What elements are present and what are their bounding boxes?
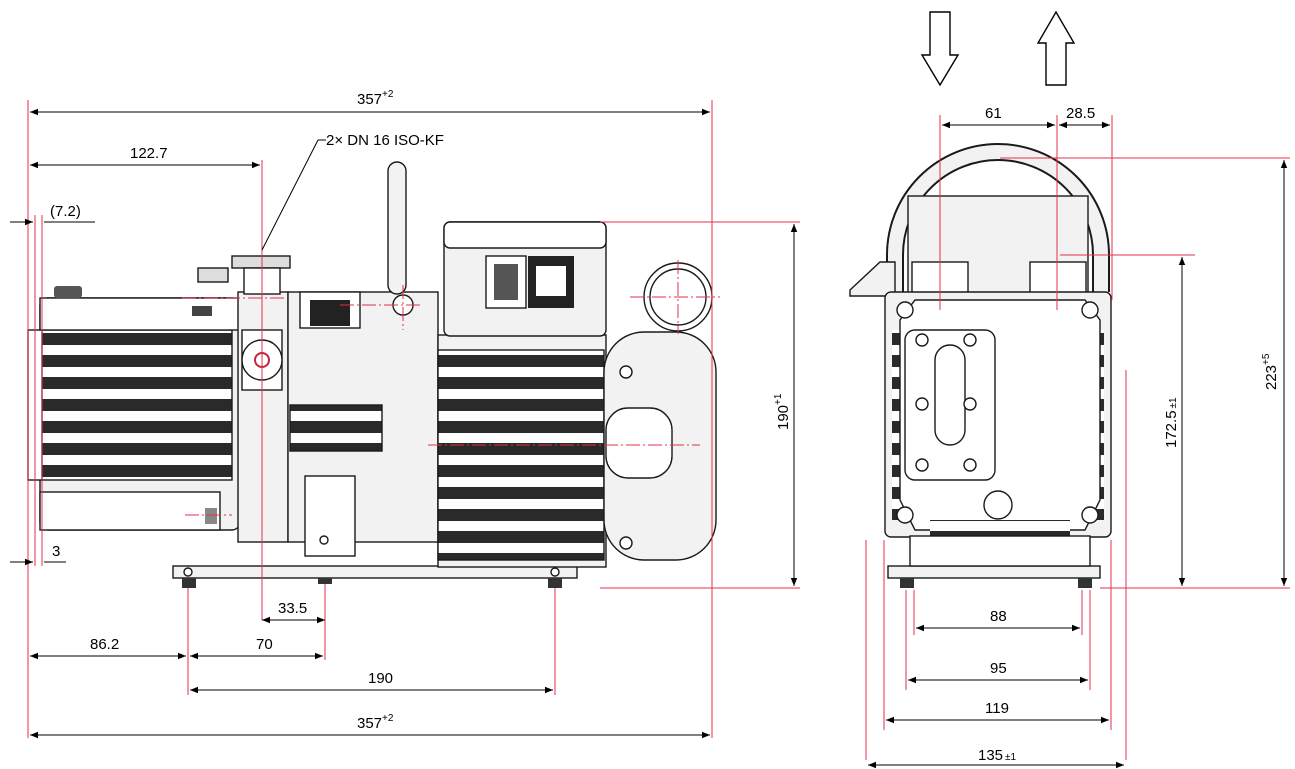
base-plate xyxy=(172,565,578,579)
exhaust-port xyxy=(1029,261,1087,297)
dim-foot-offset-2: 86.2 xyxy=(90,636,119,653)
foot-mid xyxy=(318,578,332,584)
callout-leader xyxy=(261,139,319,251)
kf-port-left xyxy=(197,267,229,283)
side-view-pump xyxy=(27,161,717,588)
dim-body-width: 119 xyxy=(985,700,1009,717)
dim-foot-offset-3: 70 xyxy=(256,636,273,653)
motor-cooling-fins xyxy=(437,349,605,561)
handle-post xyxy=(387,161,407,295)
dim-intake-offset: 122.7 xyxy=(130,145,168,162)
dim-foot-inner: 88 xyxy=(990,608,1007,625)
dim-foot-spacing: 190 xyxy=(368,670,393,687)
callout-kf-ports: 2× DN 16 ISO-KF xyxy=(326,132,444,149)
rear-cooling-fins xyxy=(39,329,233,481)
dim-overall-width: 135±1 xyxy=(978,747,1017,764)
dim-small-offset: (7.2) xyxy=(50,203,81,220)
dim-height-body: 172.5±1 xyxy=(1163,397,1180,448)
dim-height: 190+1 xyxy=(773,393,792,430)
construction-lines xyxy=(27,100,1290,760)
foot-left xyxy=(182,578,196,588)
exhaust-housing xyxy=(304,475,356,557)
side-view-dimensions: 357+2 2× DN 16 ISO-KF 122.7 (7.2) 3 190+… xyxy=(10,89,798,739)
front-view-dimensions: 61 28.5 223+5 172.5±1 88 95 119 135±1 xyxy=(868,10,1288,769)
intake-arrow-down-icon xyxy=(920,11,960,87)
drain-plug xyxy=(983,490,1013,520)
dim-foot-offset-1: 33.5 xyxy=(278,600,307,617)
dim-foot-outer: 95 xyxy=(990,660,1007,677)
dim-overall-length-bottom: 357+2 xyxy=(357,713,394,732)
oil-fill-cap xyxy=(54,286,82,298)
foot-right xyxy=(548,578,562,588)
block-vent xyxy=(289,404,383,452)
front-view-pump xyxy=(849,143,1112,588)
exhaust-arrow-up-icon xyxy=(1036,10,1076,86)
dim-overall-length-top: 357+2 xyxy=(357,89,394,108)
front-base xyxy=(887,565,1101,579)
kf-port-top xyxy=(231,255,291,269)
dim-port-offset: 28.5 xyxy=(1066,105,1095,122)
dim-height-total: 223+5 xyxy=(1261,353,1280,390)
dim-base-offset: 3 xyxy=(52,543,60,560)
dim-port-spacing: 61 xyxy=(985,105,1002,122)
